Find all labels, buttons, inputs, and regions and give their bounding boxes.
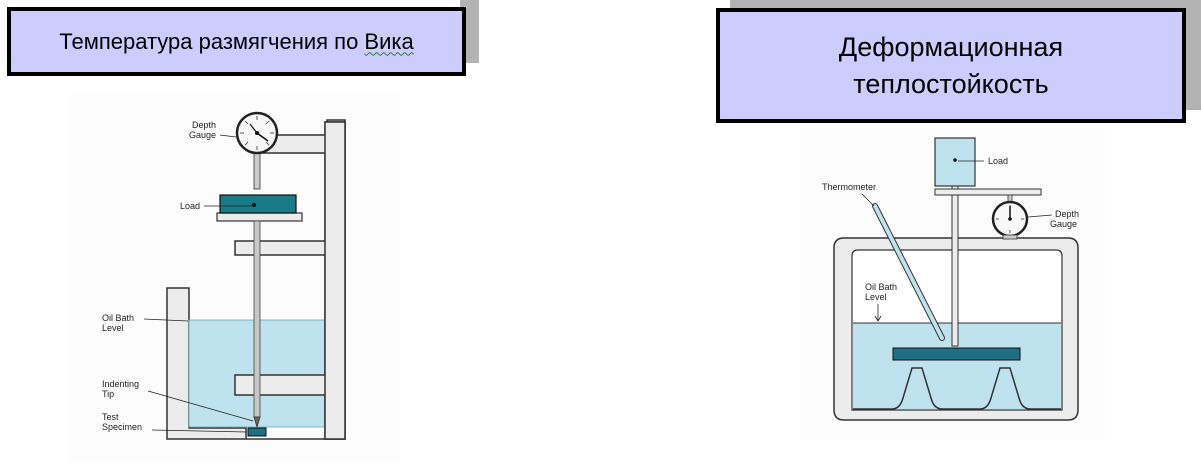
indenting-rod [253,220,261,418]
vicat-diagram: Depth Gauge Load Oil Bath Level Indentin… [70,95,400,460]
hdt-oil-bath-arrow [874,315,882,322]
hdt-supports [853,367,1061,410]
vicat-dial-center [255,131,259,135]
hdt-oil-bath-label-2: Level [865,292,887,302]
indenting-tip-leader [147,390,254,422]
hdt-specimen-bar [892,347,1021,361]
frame-right-wall [324,121,346,440]
test-specimen-label-2: Specimen [102,422,142,432]
hdt-load-block [934,137,976,187]
vicat-load-block [219,194,297,214]
left-title-word: Вика [364,28,414,54]
test-specimen-label-1: Test [102,412,119,422]
hdt-top-bar [934,188,1042,196]
hdt-oil [853,323,1061,409]
hdt-depth-gauge-label-2: Gauge [1050,219,1077,229]
indenting-tip-label-1: Indenting [102,379,139,389]
hdt-load-dot [953,158,957,162]
hdt-gauge-base [1002,234,1018,240]
left-title-text: Температура размягчения по Вика [59,29,413,55]
indenting-tip [253,416,261,429]
gauge-stem [253,152,261,190]
hdt-oil-bath-label-1: Oil Bath [865,282,897,292]
depth-gauge-label-2: Gauge [189,130,216,140]
oil-bath-label-2: Level [102,323,124,333]
hdt-diagram: Load Thermometer Depth Gauge Oil Bath Le… [800,128,1105,440]
hdt-thermometer-label: Thermometer [822,182,876,192]
test-specimen [247,427,267,437]
hdt-depth-gauge-label-1: Depth [1055,209,1079,219]
hdt-dial-center [1008,217,1012,221]
left-slide-title: Температура размягчения по Вика [7,7,466,76]
test-specimen-leader [151,429,248,433]
hdt-load-label: Load [988,156,1008,166]
vicat-dial-ticks [240,116,274,150]
load-dot [252,203,256,207]
oil-bath-label-1: Oil Bath [102,313,134,323]
right-title-line-2: теплостойкость [853,68,1049,99]
load-label: Load [180,201,200,211]
hdt-depth-gauge-leader [1027,214,1053,218]
indenting-tip-label-2: Tip [102,389,114,399]
right-slide-title: Деформационная теплостойкость [716,8,1186,123]
hdt-thermometer-leader [861,193,875,207]
hdt-loading-rod [951,185,959,347]
hdt-thermometer [872,203,945,341]
right-title-line-1: Деформационная [838,32,1064,63]
vicat-dial-needle [256,132,269,142]
depth-gauge-leader [219,134,237,138]
depth-gauge-label-1: Depth [192,120,216,130]
right-title-text: Деформационная теплостойкость [839,29,1063,102]
load-shelf [216,212,303,222]
left-title-main: Температура размягчения по [59,28,365,54]
oil-bath-leader [143,318,189,322]
